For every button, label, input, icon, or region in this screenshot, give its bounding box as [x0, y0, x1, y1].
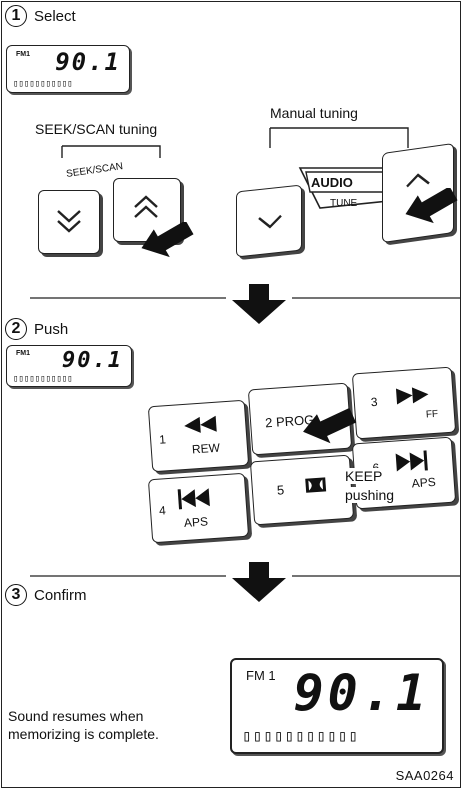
band-indicator: FM1 — [16, 350, 30, 357]
frequency-readout: 90.1 — [62, 348, 123, 373]
preset-4-number: 4 — [158, 503, 167, 518]
radio-display-small-1: FM1 90.1 ▯▯▯▯▯▯▯▯▯▯▯ — [6, 45, 130, 93]
tune-up-button[interactable] — [382, 142, 454, 244]
preset-1-number: 1 — [158, 432, 167, 447]
confirm-text-line-2: memorizing is complete. — [8, 726, 159, 742]
audio-label: AUDIO — [311, 175, 353, 190]
seek-down-button[interactable] — [38, 190, 100, 254]
preset-3-number: 3 — [370, 394, 379, 410]
segment-indicator-large: ▯▯▯▯▯▯▯▯▯▯▯ — [242, 726, 359, 745]
step-divider-1 — [30, 284, 460, 324]
skip-forward-icon — [395, 450, 428, 472]
preset-1-sub-label: REW — [191, 440, 221, 457]
tune-down-button[interactable] — [236, 184, 302, 258]
keep-pushing-line-1: KEEP — [343, 468, 385, 484]
fast-forward-icon — [395, 387, 429, 405]
tune-label: TUNE — [330, 198, 358, 209]
step-2-number: 2 — [5, 318, 27, 340]
radio-display-large: FM 1 90.1 ▯▯▯▯▯▯▯▯▯▯▯ — [230, 658, 444, 754]
step-3-number: 3 — [5, 584, 27, 606]
audio-tune-knob — [298, 167, 400, 209]
step-3-title: Confirm — [34, 587, 87, 604]
figure-code: SAA0264 — [395, 768, 454, 783]
band-indicator: FM1 — [16, 51, 30, 58]
manual-tuning-label: Manual tuning — [270, 105, 358, 121]
rewind-icon — [184, 415, 217, 433]
step-divider-2 — [30, 562, 460, 602]
step-1-title: Select — [34, 8, 76, 25]
preset-3-sub-label: FF — [425, 408, 439, 421]
chevron-down-icon — [258, 214, 282, 229]
seek-scan-tuning-label: SEEK/SCAN tuning — [35, 121, 158, 137]
radio-display-small-2: FM1 90.1 ▯▯▯▯▯▯▯▯▯▯▯ — [6, 345, 132, 387]
step-2-title: Push — [34, 321, 69, 338]
double-chevron-up-icon — [134, 195, 158, 218]
confirm-text-line-1: Sound resumes when — [8, 708, 144, 724]
dolby-icon — [305, 477, 327, 493]
preset-6-button[interactable]: 6 APS — [351, 436, 457, 510]
double-chevron-down-icon — [57, 210, 81, 233]
segment-indicator: ▯▯▯▯▯▯▯▯▯▯▯ — [13, 374, 73, 384]
preset-5-number: 5 — [276, 482, 285, 498]
frequency-readout-large: 90.1 — [293, 664, 430, 722]
pointing-arrow-icon — [303, 408, 357, 444]
pointing-arrow-icon — [405, 188, 458, 224]
preset-6-sub-label: APS — [411, 474, 437, 491]
preset-1-button[interactable]: 1 REW — [147, 399, 250, 473]
preset-3-button[interactable]: 3 FF — [351, 366, 457, 440]
preset-4-sub-label: APS — [183, 514, 209, 531]
skip-back-icon — [177, 488, 210, 510]
tuning-bracket-lines — [61, 127, 409, 158]
preset-5-button[interactable]: 5 — [249, 454, 355, 526]
frequency-readout: 90.1 — [55, 48, 121, 76]
arrow-down-icon — [232, 562, 286, 602]
chevron-up-icon — [406, 173, 430, 188]
step-1-number: 1 — [5, 5, 27, 27]
arrow-down-icon — [232, 284, 286, 324]
preset-4-button[interactable]: 4 APS — [147, 472, 250, 544]
pointing-arrow-icon — [141, 222, 194, 258]
segment-indicator: ▯▯▯▯▯▯▯▯▯▯▯ — [13, 79, 73, 89]
keep-pushing-line-2: pushing — [343, 487, 397, 503]
band-indicator-large: FM 1 — [246, 668, 276, 683]
